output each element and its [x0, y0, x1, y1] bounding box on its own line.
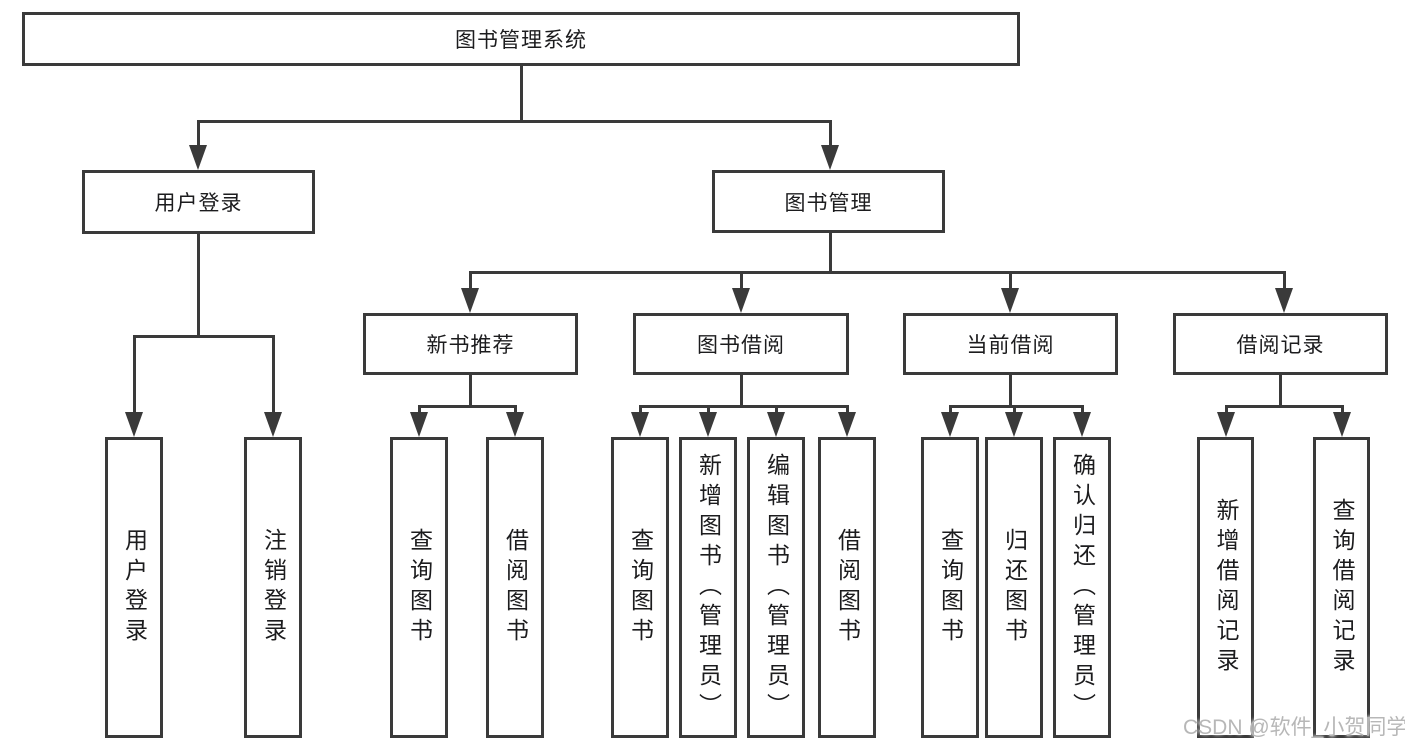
connector-line	[1012, 405, 1016, 415]
leaf-bb-borrow-book: 借阅图书	[818, 437, 876, 738]
leaf-cb-query-book: 查询图书	[921, 437, 979, 738]
connector-line	[739, 271, 743, 293]
arrow-down-icon	[125, 412, 143, 437]
connector-line	[132, 335, 275, 338]
connector-line	[417, 405, 421, 415]
leaf-cb-confirm-return-admin: 确认归还（管理员）	[1053, 437, 1111, 738]
connector-line	[196, 234, 200, 337]
leaf-label: 新增图书（管理员）	[695, 452, 722, 723]
connector-line	[468, 271, 472, 293]
connector-line	[468, 271, 1286, 274]
connector-line	[1080, 405, 1084, 415]
arrow-down-icon	[732, 288, 750, 313]
leaf-label: 编辑图书（管理员）	[763, 452, 790, 723]
connector-line	[948, 405, 952, 415]
leaf-label: 查询图书	[937, 527, 964, 648]
node-book-management: 图书管理	[712, 170, 945, 233]
arrow-down-icon	[506, 412, 524, 437]
connector-line	[513, 405, 517, 415]
arrow-down-icon	[1333, 412, 1351, 437]
leaf-bb-add-book-admin: 新增图书（管理员）	[679, 437, 737, 738]
leaf-label: 借阅图书	[834, 527, 861, 648]
leaf-label: 查询图书	[627, 527, 654, 648]
leaf-label: 确认归还（管理员）	[1069, 452, 1096, 723]
leaf-label: 归还图书	[1001, 527, 1028, 648]
arrow-down-icon	[631, 412, 649, 437]
connector-line	[196, 120, 832, 123]
arrow-down-icon	[461, 288, 479, 313]
node-user-login: 用户登录	[82, 170, 315, 234]
node-borrowing-records: 借阅记录	[1173, 313, 1388, 375]
node-new-book-recommend: 新书推荐	[363, 313, 578, 375]
leaf-label: 新增借阅记录	[1213, 497, 1239, 678]
node-root-library-system: 图书管理系统	[22, 12, 1020, 66]
connector-line	[1224, 405, 1228, 415]
arrow-down-icon	[941, 412, 959, 437]
leaf-user-login: 用户登录	[105, 437, 163, 738]
arrow-down-icon	[189, 145, 207, 170]
arrow-down-icon	[699, 412, 717, 437]
arrow-down-icon	[767, 412, 785, 437]
connector-line	[519, 66, 523, 122]
arrow-down-icon	[1073, 412, 1091, 437]
connector-line	[1008, 375, 1012, 408]
connector-line	[638, 405, 849, 408]
leaf-label: 用户登录	[121, 527, 148, 648]
leaf-logout: 注销登录	[244, 437, 302, 738]
connector-line	[1008, 271, 1012, 293]
arrow-down-icon	[1217, 412, 1235, 437]
connector-line	[828, 233, 832, 274]
leaf-label: 借阅图书	[502, 527, 529, 648]
leaf-bb-edit-book-admin: 编辑图书（管理员）	[747, 437, 805, 738]
connector-line	[948, 405, 1084, 408]
connector-line	[774, 405, 778, 415]
node-current-borrowing: 当前借阅	[903, 313, 1118, 375]
connector-line	[1278, 375, 1282, 408]
arrow-down-icon	[264, 412, 282, 437]
arrow-down-icon	[838, 412, 856, 437]
leaf-bb-query-book: 查询图书	[611, 437, 669, 738]
connector-line	[271, 335, 275, 415]
connector-line	[417, 405, 517, 408]
connector-line	[132, 335, 136, 415]
leaf-nbr-query-book: 查询图书	[390, 437, 448, 738]
connector-line	[739, 375, 743, 408]
connector-line	[706, 405, 710, 415]
connector-line	[1282, 271, 1286, 293]
arrow-down-icon	[1005, 412, 1023, 437]
connector-line	[845, 405, 849, 415]
connector-line	[196, 120, 200, 150]
leaf-nbr-borrow-book: 借阅图书	[486, 437, 544, 738]
arrow-down-icon	[410, 412, 428, 437]
leaf-br-add-record: 新增借阅记录	[1197, 437, 1254, 738]
leaf-label: 注销登录	[260, 527, 287, 648]
leaf-br-query-record: 查询借阅记录	[1313, 437, 1370, 738]
connector-line	[1224, 405, 1343, 408]
csdn-watermark: CSDN @软件_小贺同学	[1183, 716, 1405, 739]
arrow-down-icon	[821, 145, 839, 170]
node-book-borrowing: 图书借阅	[633, 313, 849, 375]
connector-line	[468, 375, 472, 408]
connector-line	[1340, 405, 1344, 415]
arrow-down-icon	[1001, 288, 1019, 313]
arrow-down-icon	[1275, 288, 1293, 313]
leaf-label: 查询借阅记录	[1329, 497, 1355, 678]
leaf-label: 查询图书	[406, 527, 433, 648]
connector-line	[638, 405, 642, 415]
leaf-cb-return-book: 归还图书	[985, 437, 1043, 738]
connector-line	[828, 120, 832, 150]
